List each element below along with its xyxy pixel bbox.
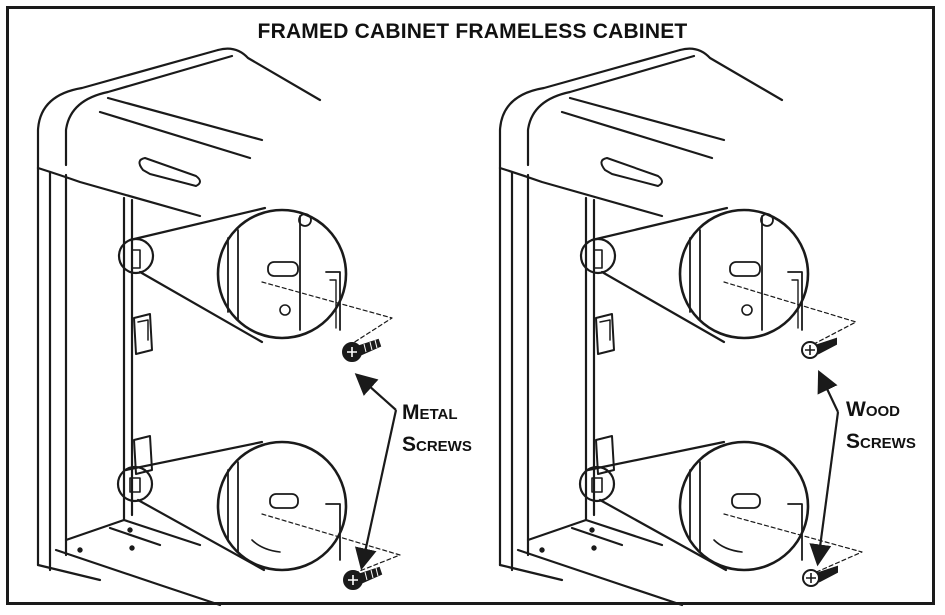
metal-screw-top xyxy=(342,338,382,362)
wood-screws-label: Wood Screws xyxy=(846,395,916,459)
wood-screw-top xyxy=(801,337,837,359)
metal-label-line2: Screws xyxy=(402,433,472,456)
wood-screw-arrows xyxy=(809,370,840,567)
framed-cabinet-illustration xyxy=(36,47,401,607)
metal-screw-bottom xyxy=(343,566,383,590)
metal-label-line1: Metal xyxy=(402,401,458,424)
figure-border xyxy=(6,6,935,605)
wood-label-line1: Wood xyxy=(846,398,900,421)
frameless-cabinet-illustration xyxy=(498,47,863,607)
metal-screw-arrows xyxy=(354,373,398,571)
wood-screw-bottom xyxy=(802,565,838,587)
wood-label-line2: Screws xyxy=(846,430,916,453)
metal-screws-label: Metal Screws xyxy=(402,398,472,462)
figure-title: FRAMED CABINET FRAMELESS CABINET xyxy=(257,20,688,43)
